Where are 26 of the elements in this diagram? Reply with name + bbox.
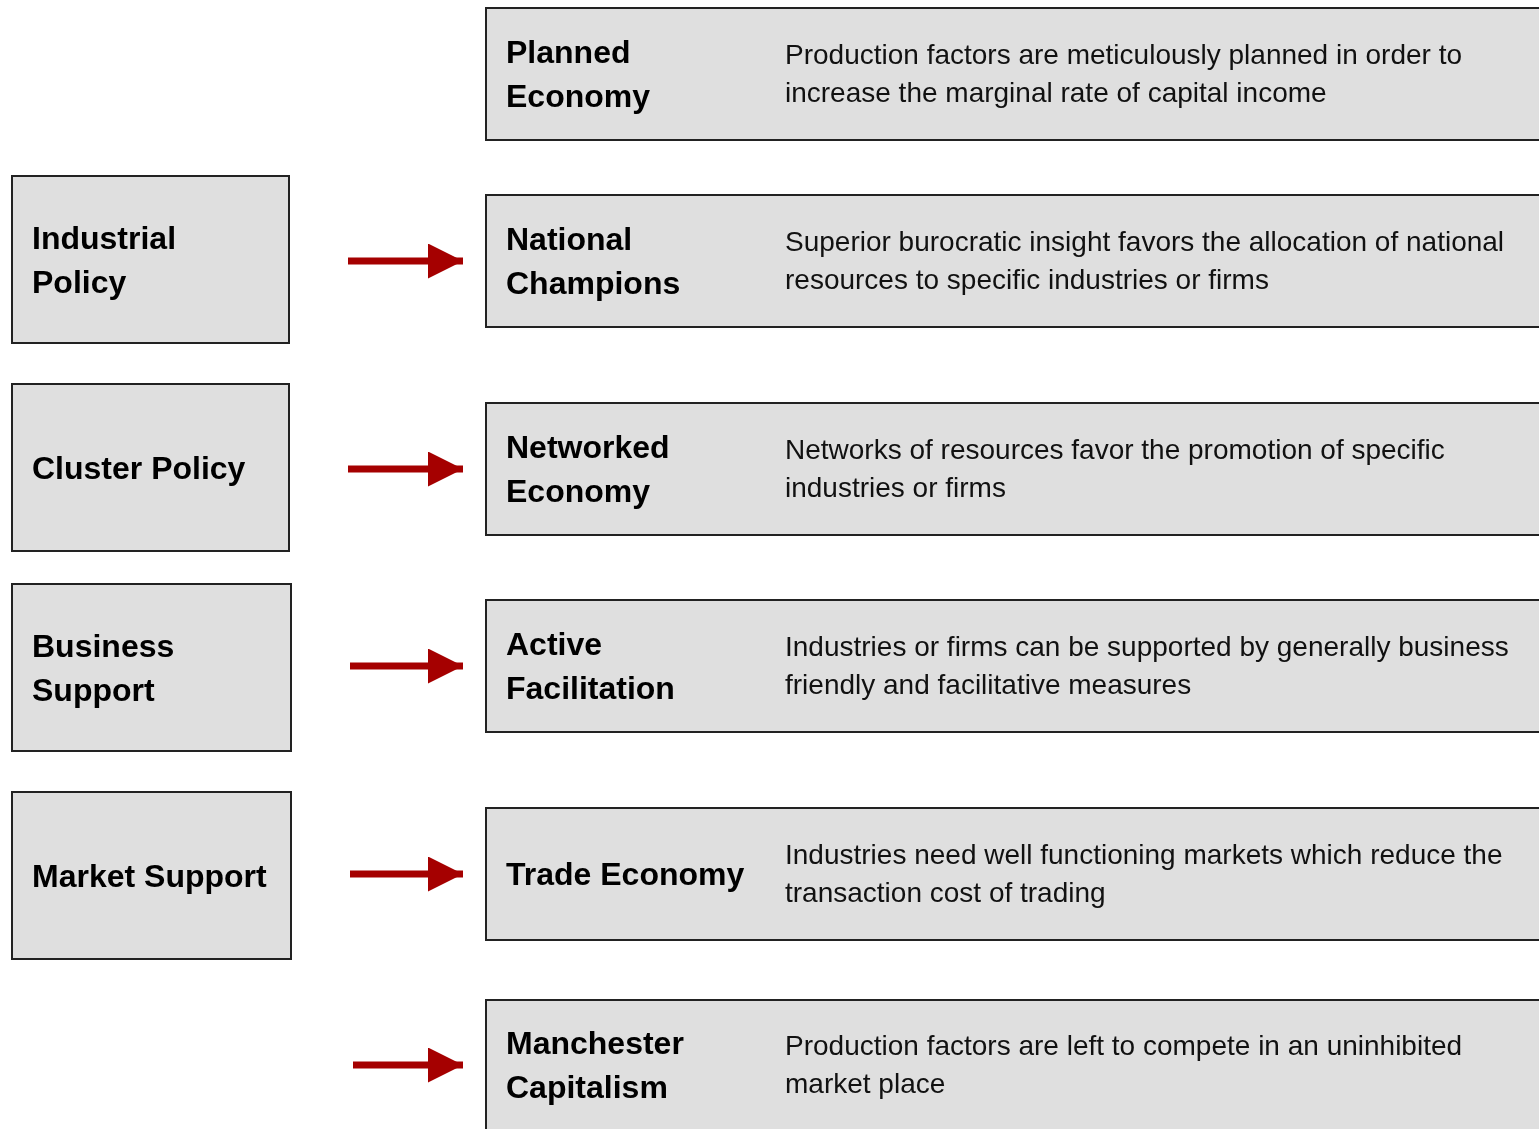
description-box (485, 807, 1539, 941)
policy-box (11, 175, 290, 344)
description: Production factors are meticulously planned in order to increase the marginal rate of capital income (785, 38, 1464, 110)
heading: Cluster Policy (32, 448, 247, 488)
heading: National Champions (506, 220, 682, 303)
policy-box (11, 583, 292, 752)
heading: Planned Economy (506, 33, 652, 116)
description-box (485, 999, 1539, 1129)
heading: Industrial Policy (32, 218, 177, 302)
description: Industries need well functioning markets which reduce the transaction cost of trading (785, 838, 1504, 910)
heading: Business Support (32, 626, 176, 710)
description: Industries or firms can be supported by generally business friendly and facilitative measures (785, 630, 1510, 702)
description: Superior burocratic insight favors the allocation of national resources to specific industries or firms (785, 225, 1506, 297)
heading: Networked Economy (506, 428, 671, 511)
heading: Trade Economy (506, 855, 746, 894)
description-box (485, 599, 1539, 733)
description: Networks of resources favor the promotion of specific industries or firms (785, 433, 1446, 505)
heading: Active Facilitation (506, 625, 676, 708)
description-box (485, 194, 1539, 328)
description: Production factors are left to compete in an uninhibited market place (785, 1029, 1464, 1101)
description-box (485, 402, 1539, 536)
description-box (485, 7, 1539, 141)
heading: Manchester Capitalism (506, 1024, 685, 1107)
policy-box (11, 791, 292, 960)
policy-box (11, 383, 290, 552)
heading: Market Support (32, 856, 268, 896)
